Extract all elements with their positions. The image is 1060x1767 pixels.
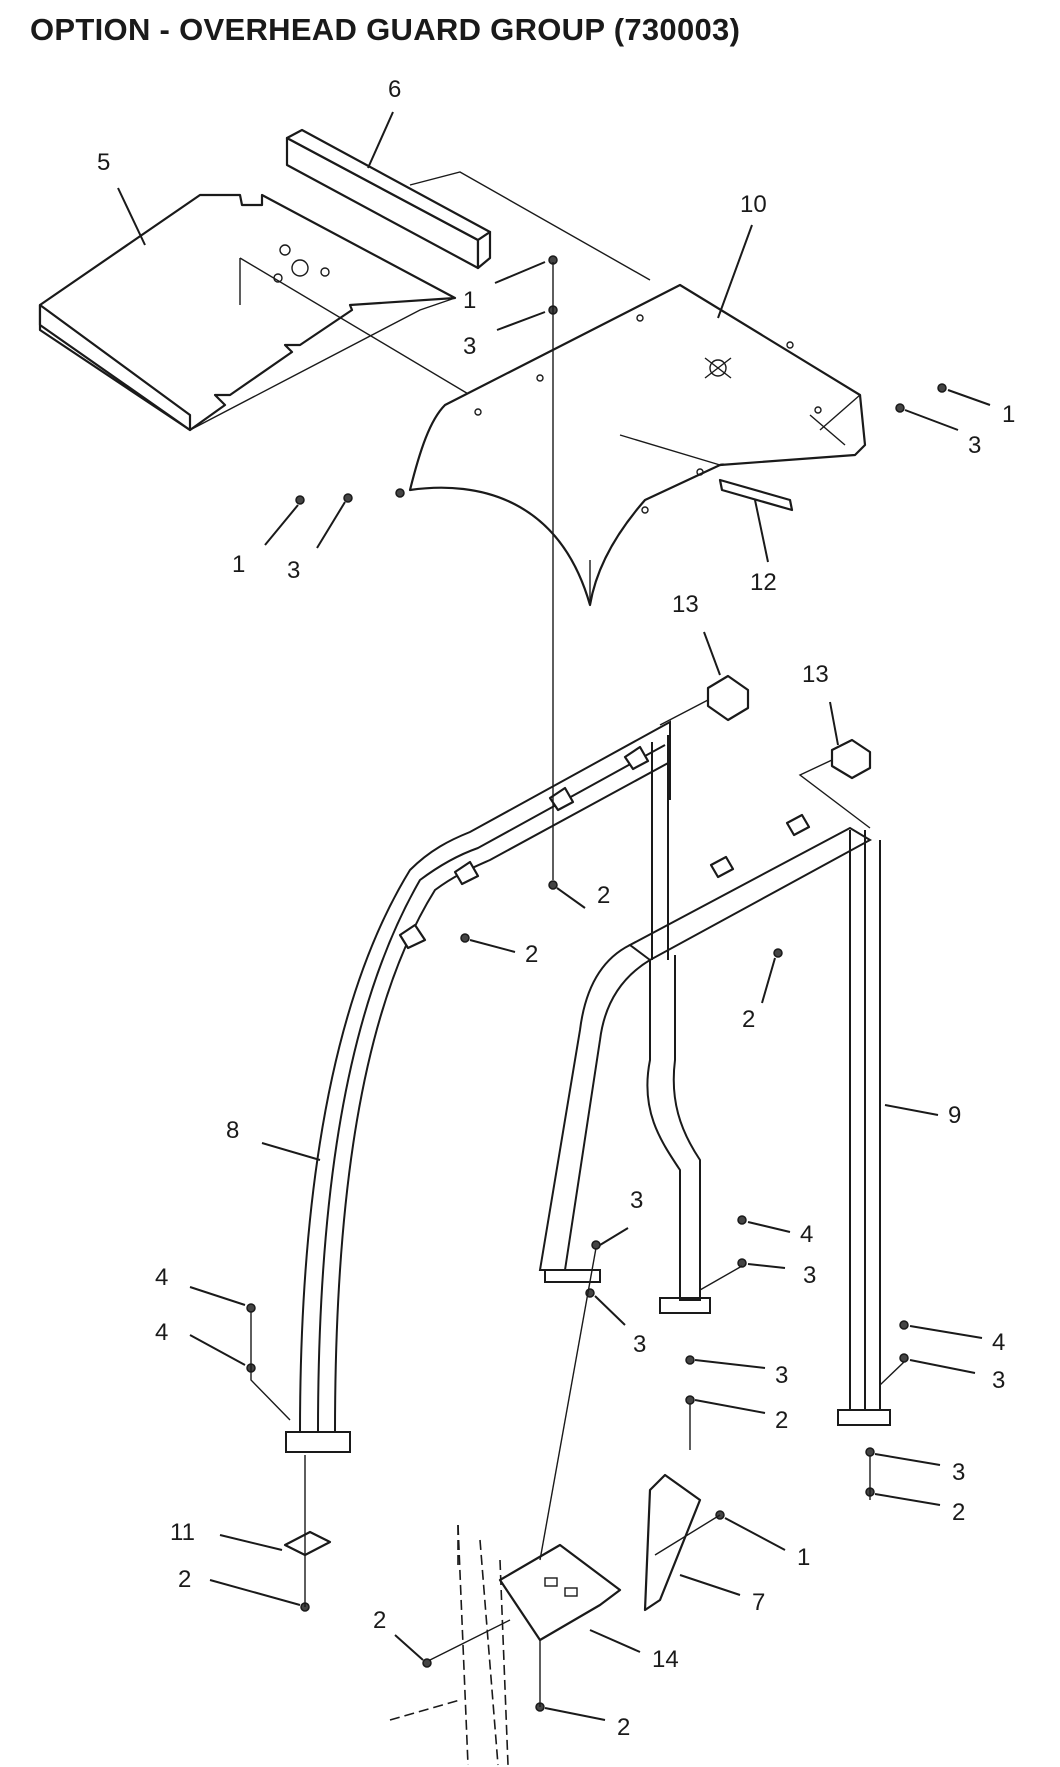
part-13-caps <box>659 674 872 829</box>
callout-4: 4 <box>155 1264 168 1291</box>
callout-7: 7 <box>752 1589 765 1616</box>
callout-10: 10 <box>740 191 767 218</box>
part-8-arch-frame <box>285 720 671 1453</box>
callout-1: 1 <box>1002 401 1015 428</box>
callout-13: 13 <box>802 661 829 688</box>
callout-3: 3 <box>968 432 981 459</box>
part-7-bracket <box>643 1473 702 1612</box>
callout-4: 4 <box>992 1329 1005 1356</box>
callout-4: 4 <box>800 1221 813 1248</box>
part-11-clip <box>283 1530 332 1557</box>
callout-14: 14 <box>652 1646 679 1673</box>
callout-6: 6 <box>388 76 401 103</box>
mounting-post <box>389 1524 509 1766</box>
callout-3: 3 <box>992 1367 1005 1394</box>
callout-1: 1 <box>797 1544 810 1571</box>
callouts: 6 5 10 1 3 1 3 1 3 12 13 13 2 2 2 8 9 4 … <box>97 76 1015 1741</box>
page-title: OPTION - OVERHEAD GUARD GROUP (730003) <box>30 12 741 47</box>
callout-13: 13 <box>672 591 699 618</box>
part-9-rear-frame <box>538 813 891 1426</box>
callout-2: 2 <box>742 1006 755 1033</box>
callout-11: 11 <box>170 1519 195 1546</box>
part-5-plate <box>38 193 471 432</box>
callout-2: 2 <box>597 882 610 909</box>
callout-3: 3 <box>463 333 476 360</box>
hardware <box>246 255 947 1712</box>
callout-5: 5 <box>97 149 110 176</box>
callout-2: 2 <box>525 941 538 968</box>
leader-lines <box>117 111 991 1721</box>
callout-3: 3 <box>287 557 300 584</box>
part-12-strip <box>718 478 794 512</box>
callout-12: 12 <box>750 569 777 596</box>
callout-1: 1 <box>232 551 245 578</box>
callout-4: 3 <box>630 1187 643 1214</box>
callout-3: 4 <box>155 1319 168 1346</box>
part-14-mount <box>498 1543 622 1642</box>
callout-2: 2 <box>952 1499 965 1526</box>
callout-3: 3 <box>803 1262 816 1289</box>
part-6-bar <box>285 128 492 270</box>
callout-2: 2 <box>617 1714 630 1741</box>
callout-1: 1 <box>463 287 476 314</box>
callout-3: 3 <box>775 1362 788 1389</box>
callout-2: 2 <box>775 1407 788 1434</box>
part-10-canopy <box>408 171 867 607</box>
callout-8: 8 <box>226 1117 239 1144</box>
callout-9: 9 <box>948 1102 961 1129</box>
callout-3: 3 <box>633 1331 646 1358</box>
callout-2: 2 <box>178 1566 191 1593</box>
callout-2: 2 <box>373 1607 386 1634</box>
callout-3: 3 <box>952 1459 965 1486</box>
